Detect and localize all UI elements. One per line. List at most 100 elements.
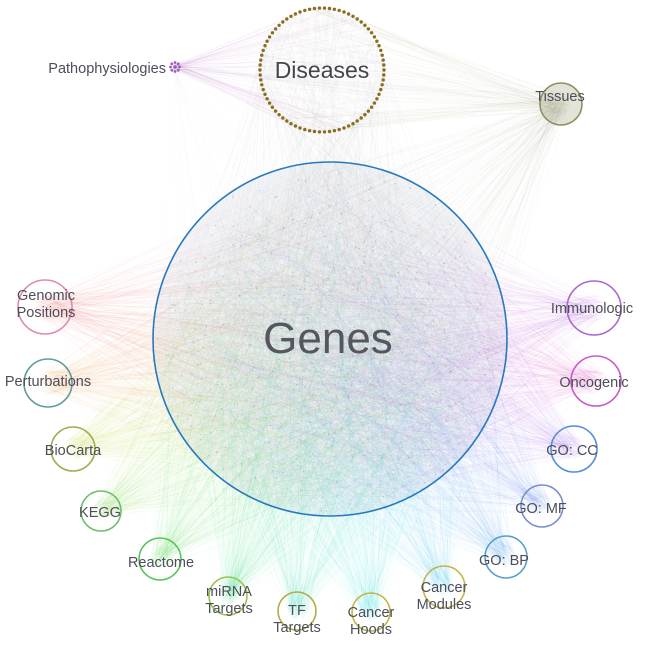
label-line: Genes: [263, 314, 393, 363]
diseases-ring-dot: [380, 53, 384, 57]
node-biocarta[interactable]: [50, 426, 96, 472]
diseases-ring-dot: [298, 126, 302, 130]
labels: GenesDiseasesPathophysiologiesTissuesGen…: [5, 57, 633, 638]
edge-bundle-cancer-hoods-genes: [173, 178, 499, 622]
node-tf-targets[interactable]: [277, 591, 317, 631]
diseases-ring-dot: [372, 101, 377, 105]
diseases-ring-dot: [342, 10, 346, 14]
label-line: Hoods: [350, 622, 392, 638]
node-oncogenic[interactable]: [570, 355, 622, 407]
label-immunologic: Immunologic: [551, 301, 633, 317]
label-line: BioCarta: [45, 443, 102, 459]
diseases-ring-dot: [259, 58, 263, 62]
diseases-ring-dot: [261, 87, 265, 92]
diseases-ring-dot: [375, 39, 379, 43]
node-genomic-positions[interactable]: [17, 279, 73, 335]
diseases-ring-dot: [317, 130, 322, 134]
label-genes: Genes: [263, 314, 393, 363]
node-pathophysiologies[interactable]: [169, 61, 181, 73]
node-tissues[interactable]: [539, 82, 583, 126]
label-go-mf: GO: MF: [515, 501, 567, 517]
diseases-ring-dot: [342, 126, 346, 130]
label-line: Perturbations: [5, 374, 91, 390]
diseases-ring-dot: [312, 6, 317, 11]
diseases-ring-dot: [379, 87, 383, 92]
diseases-ring-dot: [346, 12, 351, 16]
diseases-ring-dot: [258, 68, 262, 72]
diseases-ring-dot: [307, 129, 312, 133]
node-go-bp[interactable]: [484, 535, 528, 579]
diseases-ring-dot: [327, 6, 332, 11]
diseases-ring-dot: [369, 105, 374, 109]
genes-fill: [153, 162, 507, 516]
diseases-ring-dot: [375, 97, 379, 101]
edge-bundle-immunologic-genes: [163, 173, 608, 503]
node-reactome[interactable]: [138, 537, 182, 581]
node-cancer-hoods[interactable]: [351, 592, 391, 632]
label-reactome: Reactome: [128, 555, 194, 571]
node-perturbations[interactable]: [23, 358, 73, 408]
edge-bundle-tissues-genes: [171, 94, 571, 486]
diseases-ring-dot: [285, 119, 289, 123]
edge-bundle-biocarta-genes: [62, 171, 488, 509]
edge-bundle-oncogenic-genes: [161, 173, 609, 504]
diseases-ring-dot: [270, 105, 275, 109]
diseases-ring-dot: [267, 101, 272, 105]
node-cancer-modules[interactable]: [422, 565, 466, 609]
label-line: Reactome: [128, 555, 194, 571]
diseases-ring-dot: [273, 27, 278, 31]
diseases-ring-dot: [337, 8, 341, 13]
diseases-ring-dot: [258, 73, 262, 77]
label-pathophysiologies: Pathophysiologies: [48, 61, 166, 77]
edge-bundle-genomic-positions-genes: [32, 169, 496, 508]
diseases-ring-dot: [265, 39, 269, 43]
diseases-ring-dot: [351, 122, 355, 126]
label-biocarta: BioCarta: [45, 443, 102, 459]
node-go-cc[interactable]: [550, 425, 598, 473]
edge-bundle-mirna-targets-genes: [164, 172, 491, 606]
node-kegg[interactable]: [80, 490, 122, 532]
diseases-ring-dot: [303, 127, 307, 132]
diseases-ring-dot: [380, 83, 384, 87]
diseases-ring-dot: [369, 31, 374, 35]
edge-bundle-go-mf-genes: [163, 171, 553, 517]
diseases-ring-dot: [355, 17, 359, 21]
background-edge-bundles: [172, 7, 572, 134]
node-immunologic[interactable]: [566, 280, 622, 336]
label-perturbations: Perturbations: [5, 374, 91, 390]
node-go-mf[interactable]: [520, 484, 564, 528]
label-line: GO: BP: [479, 553, 529, 569]
label-line: Positions: [17, 305, 76, 321]
diseases-ring-dot: [332, 129, 337, 133]
label-line: Diseases: [275, 57, 370, 83]
edge-bundle-cancer-modules-genes: [170, 180, 501, 598]
diseases-ring-dot: [273, 109, 278, 113]
diseases-ring-dot: [281, 20, 285, 24]
label-line: Immunologic: [551, 301, 633, 317]
diseases-ring-dot: [322, 130, 327, 134]
node-diseases[interactable]: [258, 6, 386, 134]
node-mirna-targets[interactable]: [208, 576, 248, 616]
diseases-ring-dot: [337, 127, 341, 132]
edge-bundle-go-bp-genes: [166, 172, 516, 568]
label-line: Oncogenic: [559, 375, 628, 391]
diseases-ring-dot: [285, 17, 289, 21]
label-kegg: KEGG: [79, 505, 121, 521]
edge-bundle-perturbations-genes: [36, 169, 498, 500]
diseases-ring-dot: [359, 20, 363, 24]
label-line: Cancer: [348, 605, 395, 621]
label-line: TF: [288, 603, 306, 619]
diseases-ring-dot: [382, 63, 386, 67]
diseases-ring-dot: [327, 129, 332, 134]
diseases-ring-dot: [381, 58, 385, 62]
diseases-ring-dot: [260, 83, 264, 87]
diseases-ring-dot: [372, 35, 377, 39]
edge-bundle-kegg-genes: [91, 184, 500, 521]
label-go-cc: GO: CC: [546, 443, 598, 459]
edge-bundle-go-cc-genes: [171, 171, 585, 507]
node-genes[interactable]: [152, 161, 508, 517]
